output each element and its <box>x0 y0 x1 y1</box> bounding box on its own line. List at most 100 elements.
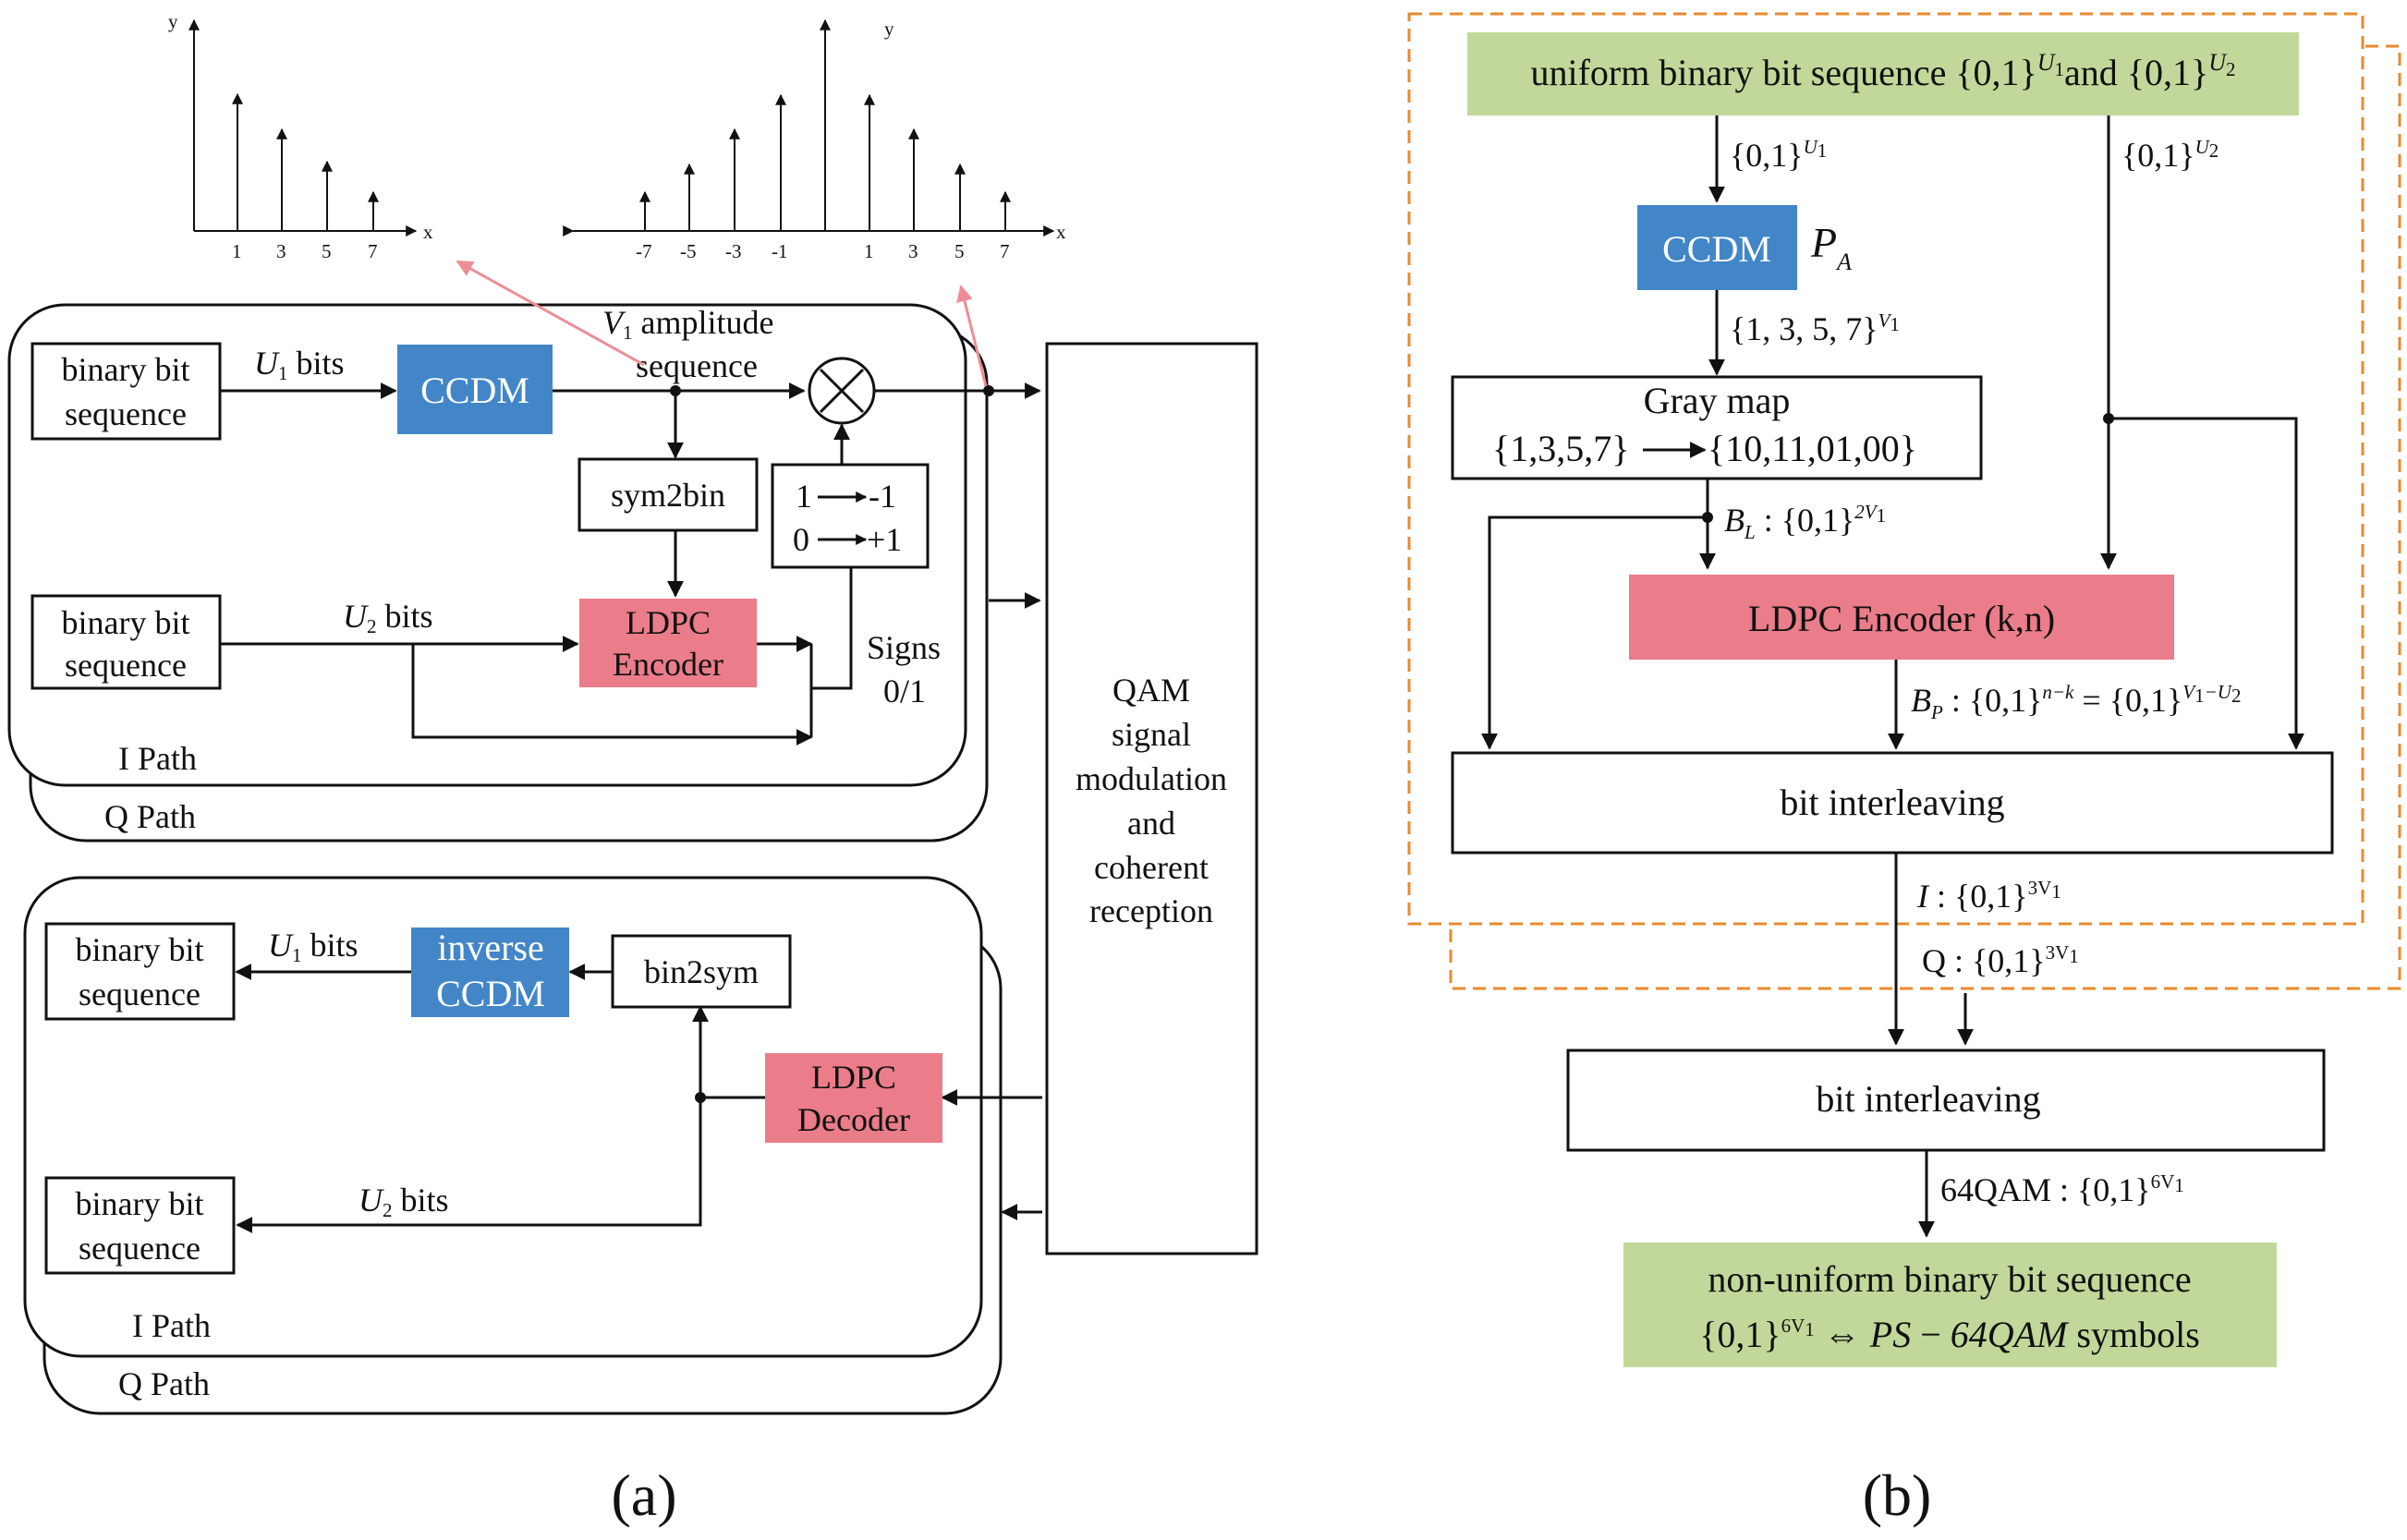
rx-output2-line2: sequence <box>79 1230 201 1267</box>
rx-output2-line1: binary bit <box>76 1185 204 1222</box>
qam-line6: reception <box>1089 892 1213 929</box>
panel-b-label: (b) <box>1863 1462 1932 1528</box>
ccdm-block-b <box>1637 205 1797 290</box>
chart1-tick-3: 3 <box>276 240 286 262</box>
tx-signs-line <box>811 567 853 690</box>
rx-q-path-label: Q Path <box>118 1365 210 1402</box>
tx-ldpc-encoder-block <box>579 599 757 687</box>
rx-u2-arrow <box>236 1097 702 1233</box>
qam-line1: QAM <box>1112 672 1190 709</box>
q-label: Q : {0,1}3V1 <box>1922 941 2079 979</box>
u1-branch-label: {0,1}U1 <box>1730 136 1827 174</box>
rx-ldpc-line2: Decoder <box>797 1101 910 1138</box>
tx-amplitude-label2: sequence <box>636 347 758 384</box>
pointer-to-bipolar-chart <box>956 285 988 387</box>
gray-map-to: {10,11,01,00} <box>1708 428 1917 469</box>
bit-interleaving-block-1 <box>1451 751 2334 855</box>
signs-label-2: 0/1 <box>883 673 926 709</box>
amplitude-chart-unipolar: y x 1 3 5 7 <box>168 10 433 262</box>
i-label: I : {0,1}3V1 <box>1916 877 2061 915</box>
chart1-tick-7: 7 <box>368 240 378 262</box>
rx-output1-box <box>44 922 236 1021</box>
u2-branch-label: {0,1}U2 <box>2121 136 2219 174</box>
rx-i-path-label: I Path <box>132 1307 211 1344</box>
gray-map-from: {1,3,5,7} <box>1492 428 1629 469</box>
tx-i-path-label: I Path <box>118 740 197 777</box>
iccdm-line1: inverse <box>437 927 544 968</box>
output-line2: {0,1}6V1 ⇔ PS − 64QAM symbols <box>1699 1314 2200 1355</box>
input-bits-label: uniform binary bit sequence {0,1}U1and {… <box>1530 49 2235 93</box>
tx-amplitude-label1: V1 amplitude <box>602 304 773 344</box>
bl-to-interleaver-arrow <box>1481 515 1708 750</box>
qam-line2: signal <box>1112 716 1191 753</box>
bp-label: BP : {0,1}n−k = {0,1}V1−U2 <box>1911 681 2241 723</box>
chart2-x-label: x <box>1056 221 1066 243</box>
chart1-tick-1: 1 <box>232 240 242 262</box>
bit-interleaving-block-2 <box>1566 1049 2326 1152</box>
amplitude-chart-bipolar: y x -7 -5 -3 -1 1 3 5 7 <box>563 18 1066 262</box>
pa-label: PA <box>1810 219 1852 275</box>
ccdm-output-label: {1, 3, 5, 7}V1 <box>1730 309 1900 347</box>
tx-ccdm-block <box>397 345 553 434</box>
chart2-tick-m7: -7 <box>636 240 652 262</box>
bl-label: BL : {0,1}2V1 <box>1724 501 1886 543</box>
panel-a: y x 1 3 5 7 y x -7 -5 -3 <box>7 10 1258 1528</box>
chart1-tick-5: 5 <box>322 240 332 262</box>
sign-map-to-1: -1 <box>869 478 896 515</box>
tx-ldpc-line2: Encoder <box>613 646 723 683</box>
gray-map-block <box>1451 375 1983 480</box>
panel-b: uniform binary bit sequence {0,1}U1and {… <box>1407 12 2401 1528</box>
qam-line3: modulation <box>1076 760 1227 797</box>
tx-source2-line2: sequence <box>65 647 187 684</box>
sign-map-to-0: +1 <box>867 521 902 558</box>
tx-source1-line1: binary bit <box>62 351 190 388</box>
multiplier-cross-b <box>819 368 865 414</box>
tx-u2-label: U2 bits <box>343 598 433 637</box>
tx-source2-box <box>30 594 222 690</box>
tx-source1-line2: sequence <box>65 395 187 432</box>
rx-ldpc-line1: LDPC <box>811 1059 896 1096</box>
chart2-y-label: y <box>884 18 894 40</box>
output-bits-block <box>1623 1243 2277 1367</box>
chart1-x-label: x <box>423 221 433 243</box>
tx-ccdm-label: CCDM <box>420 370 529 411</box>
tx-ldpc-line1: LDPC <box>626 604 711 641</box>
sign-map-block <box>771 463 930 569</box>
qam-line4: and <box>1127 805 1175 842</box>
chart2-tick-m5: -5 <box>680 240 697 262</box>
rx-u2-label: U2 bits <box>359 1182 449 1221</box>
panel-a-label: (a) <box>611 1462 676 1528</box>
rx-output2-box <box>44 1176 236 1275</box>
sign-map-from-0: 0 <box>793 521 809 558</box>
chart2-tick-p7: 7 <box>1000 240 1010 262</box>
gray-map-title: Gray map <box>1644 380 1791 421</box>
chart2-tick-m3: -3 <box>725 240 742 262</box>
rx-ldpc-decoder-block <box>765 1053 942 1143</box>
tx-q-path-label: Q Path <box>104 798 196 835</box>
chart2-tick-p3: 3 <box>908 240 918 262</box>
qam64-label: 64QAM : {0,1}6V1 <box>1940 1170 2184 1208</box>
bit-interleaving-label-2: bit interleaving <box>1816 1078 2040 1120</box>
inverse-ccdm-block <box>411 928 569 1017</box>
sym2bin-block <box>577 457 759 532</box>
qam-block <box>1045 342 1258 1255</box>
tx-u1-label: U1 bits <box>254 345 345 384</box>
ccdm-label-b: CCDM <box>1662 228 1771 270</box>
chart2-tick-p5: 5 <box>954 240 965 262</box>
output-line1: non-uniform binary bit sequence <box>1708 1258 2191 1300</box>
u2-to-interleaver-arrow <box>2109 417 2304 750</box>
chart2-tick-p1: 1 <box>864 240 874 262</box>
ldpc-encoder-block-b <box>1629 575 2174 660</box>
chart2-tick-m1: -1 <box>772 240 788 262</box>
input-bits-block <box>1467 32 2299 115</box>
bin2sym-label: bin2sym <box>644 953 759 990</box>
bin2sym-block <box>611 934 792 1009</box>
tx-source1-box <box>30 342 222 441</box>
tx-source2-line1: binary bit <box>62 604 190 641</box>
rx-output1-line1: binary bit <box>76 931 204 968</box>
pointer-to-unipolar-chart <box>456 260 645 367</box>
bit-interleaving-label-1: bit interleaving <box>1780 782 2004 823</box>
signs-label-1: Signs <box>867 629 941 666</box>
tx-u2-bypass-arrow <box>411 644 813 746</box>
